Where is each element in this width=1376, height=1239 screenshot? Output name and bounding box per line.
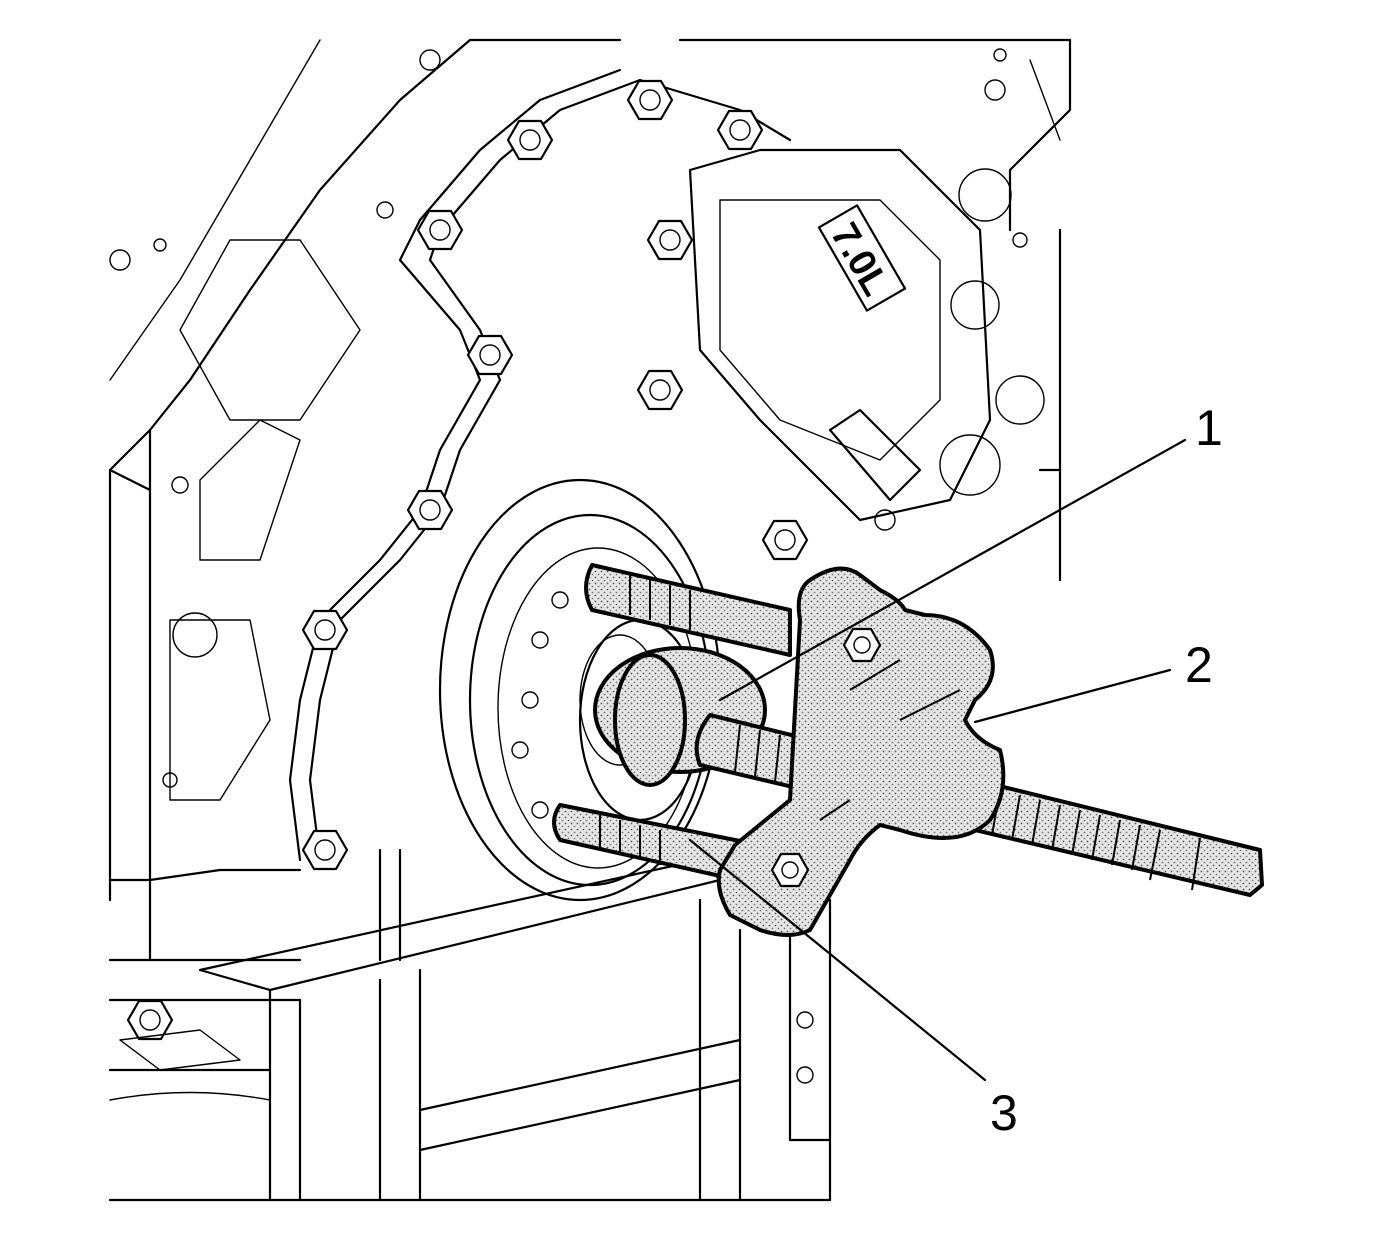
puller-plate bbox=[716, 566, 1006, 937]
callout-2-label: 2 bbox=[1185, 637, 1213, 693]
callout-1: 1 bbox=[718, 400, 1223, 702]
block-holes bbox=[109, 48, 1045, 1084]
cover-bolts bbox=[126, 79, 809, 1041]
seal-installer-tool bbox=[552, 563, 1264, 937]
engine-badge: 7.0L bbox=[817, 204, 907, 312]
callout-2: 2 bbox=[973, 637, 1213, 724]
callout-1-label: 1 bbox=[1195, 400, 1223, 456]
front-cover bbox=[169, 68, 792, 862]
oil-pan bbox=[108, 848, 832, 1202]
cover-plate bbox=[688, 148, 992, 522]
callout-3: 3 bbox=[688, 838, 1018, 1141]
callout-3-label: 3 bbox=[990, 1085, 1018, 1141]
engine-block bbox=[108, 38, 1072, 1002]
